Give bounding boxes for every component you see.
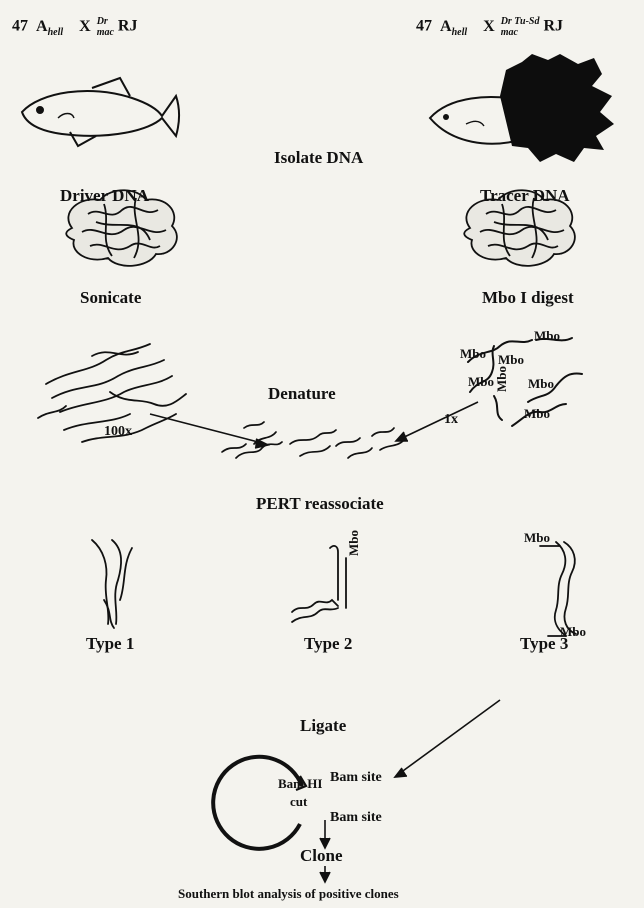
mbo-label: Mbo xyxy=(534,328,560,344)
left-fish-icon xyxy=(22,78,179,146)
type2-label: Type 2 xyxy=(304,634,352,654)
sonicate-label: Sonicate xyxy=(80,288,141,308)
southern-blot-label: Southern blot analysis of positive clone… xyxy=(178,886,399,902)
mbo-label: Mbo xyxy=(494,366,510,392)
isolate-dna-label: Isolate DNA xyxy=(274,148,363,168)
mbo-label: Mbo xyxy=(460,346,486,362)
pert-reassociate-label: PERT reassociate xyxy=(256,494,384,514)
mbo-label: Mbo xyxy=(560,624,586,640)
denature-label: Denature xyxy=(268,384,336,404)
mbo-digest-label: Mbo I digest xyxy=(482,288,574,308)
driver-dna-label: Driver DNA xyxy=(60,186,149,206)
bam-site-bottom-label: Bam site xyxy=(330,810,382,826)
bam-site-top-label: Bam site xyxy=(330,770,382,786)
bam-cut-label-2: cut xyxy=(290,794,307,810)
mbo-label: Mbo xyxy=(524,530,550,546)
mbo-label: Mbo xyxy=(346,530,362,556)
type1-strands xyxy=(92,540,132,628)
bam-cut-label: Bam HI xyxy=(278,776,322,792)
driver-ratio-label: 100x xyxy=(104,424,132,440)
clone-label: Clone xyxy=(300,846,343,866)
type2-strands xyxy=(292,546,346,622)
mbo-label: Mbo xyxy=(468,374,494,390)
tracer-ratio-label: 1x xyxy=(444,412,458,428)
type3-strands xyxy=(540,542,576,636)
tracer-dna-label: Tracer DNA xyxy=(480,186,570,206)
right-cross-title: 47 Ahell X Dr Tu-Sd mac RJ xyxy=(416,16,563,38)
left-cross-title: 47 Ahell X Dr mac RJ xyxy=(12,16,137,38)
mbo-label: Mbo xyxy=(524,406,550,422)
mbo-label: Mbo xyxy=(528,376,554,392)
type1-label: Type 1 xyxy=(86,634,134,654)
right-fish-icon xyxy=(430,54,614,162)
ligate-label: Ligate xyxy=(300,716,346,736)
